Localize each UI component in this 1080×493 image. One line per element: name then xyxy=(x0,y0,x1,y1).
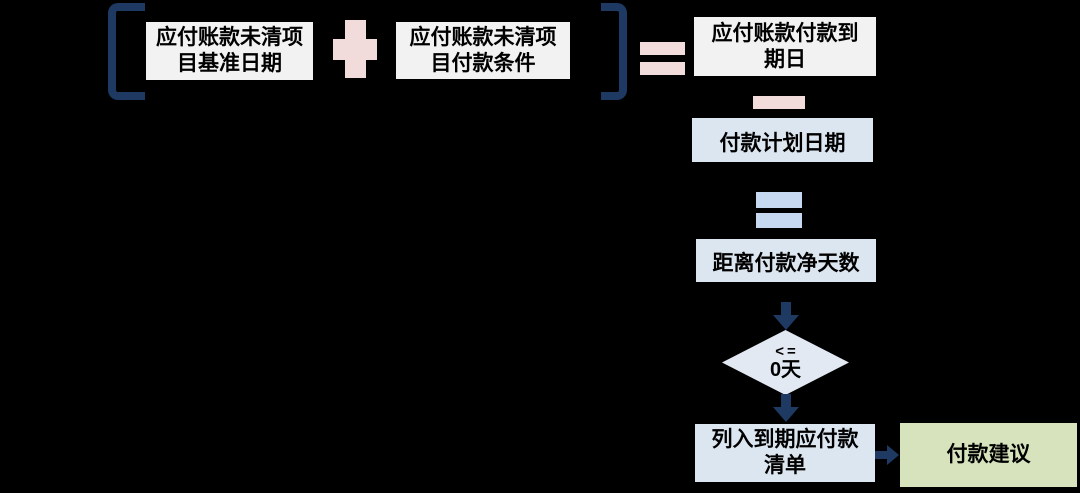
equals-icon xyxy=(756,192,802,228)
grouping-bracket-right-icon xyxy=(601,3,627,100)
plus-icon xyxy=(333,20,377,78)
arrow-right-icon xyxy=(875,445,899,465)
minus-icon xyxy=(753,96,805,109)
decision-diamond: <= 0天 xyxy=(722,330,849,395)
node-due-payables-list: 列入到期应付款 清单 xyxy=(695,424,875,482)
node-payment-due-date: 应付账款付款到 期日 xyxy=(694,17,876,76)
arrow-down-icon xyxy=(773,394,799,422)
grouping-bracket-left-icon xyxy=(108,3,145,100)
decision-value: 0天 xyxy=(769,359,802,381)
decision-operator: <= xyxy=(775,343,799,360)
node-base-date: 应付账款未清项 目基准日期 xyxy=(146,22,313,80)
node-payment-proposal: 付款建议 xyxy=(900,423,1077,487)
arrow-down-icon xyxy=(773,302,799,330)
node-payment-plan-date: 付款计划日期 xyxy=(692,118,873,162)
equals-icon xyxy=(640,42,685,75)
node-payment-terms: 应付账款未清项 目付款条件 xyxy=(396,22,570,79)
node-net-days-to-payment: 距离付款净天数 xyxy=(696,239,876,282)
